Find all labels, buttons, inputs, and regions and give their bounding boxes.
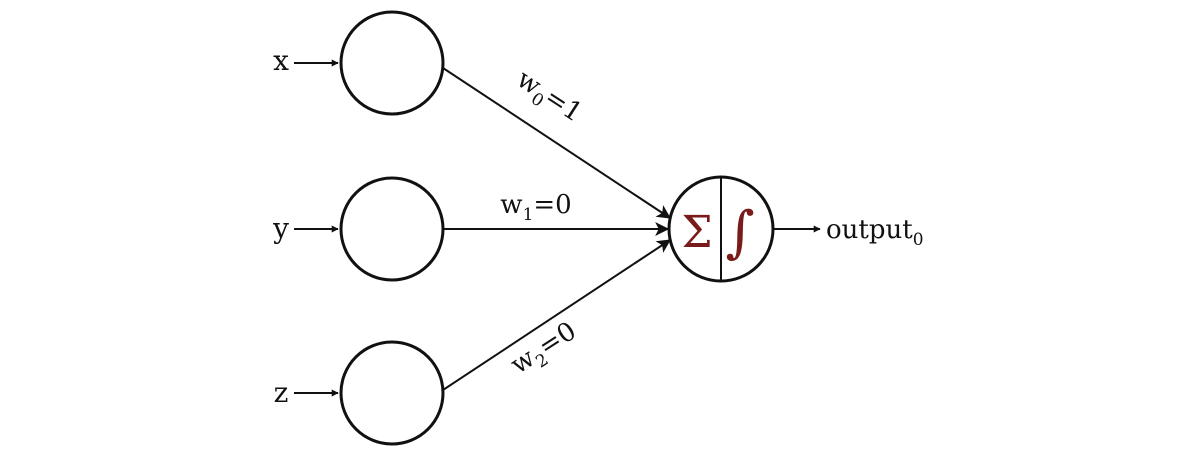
weight-label-0: w0=1 bbox=[509, 64, 588, 132]
output-sub: 0 bbox=[913, 230, 924, 250]
svg-text:w0=1: w0=1 bbox=[509, 64, 588, 132]
weight-label-2: w2=0 bbox=[506, 316, 585, 384]
svg-text:w2=0: w2=0 bbox=[506, 316, 585, 384]
svg-text:w1=0: w1=0 bbox=[500, 190, 571, 225]
output-label: output0 bbox=[826, 215, 924, 250]
weight-base-1: w bbox=[500, 190, 522, 220]
input-label-z: z bbox=[274, 376, 289, 409]
weight-edge-2 bbox=[442, 239, 671, 391]
weight-label-1: w1=0 bbox=[500, 190, 571, 225]
activation-icon: ∫ bbox=[725, 200, 754, 265]
weight-value-1: =0 bbox=[533, 190, 571, 220]
weight-value-0: =1 bbox=[539, 82, 587, 128]
weight-edge-0 bbox=[442, 67, 671, 219]
input-label-x: x bbox=[273, 44, 289, 77]
input-node-y bbox=[339, 176, 445, 282]
weight-sub-1: 1 bbox=[523, 205, 534, 225]
input-node-x bbox=[339, 10, 445, 116]
input-node-z bbox=[339, 340, 445, 446]
input-label-y: y bbox=[272, 212, 289, 245]
sum-icon: Σ bbox=[681, 207, 712, 258]
neuron-node: Σ ∫ bbox=[667, 175, 775, 283]
output-base: output bbox=[826, 215, 913, 245]
